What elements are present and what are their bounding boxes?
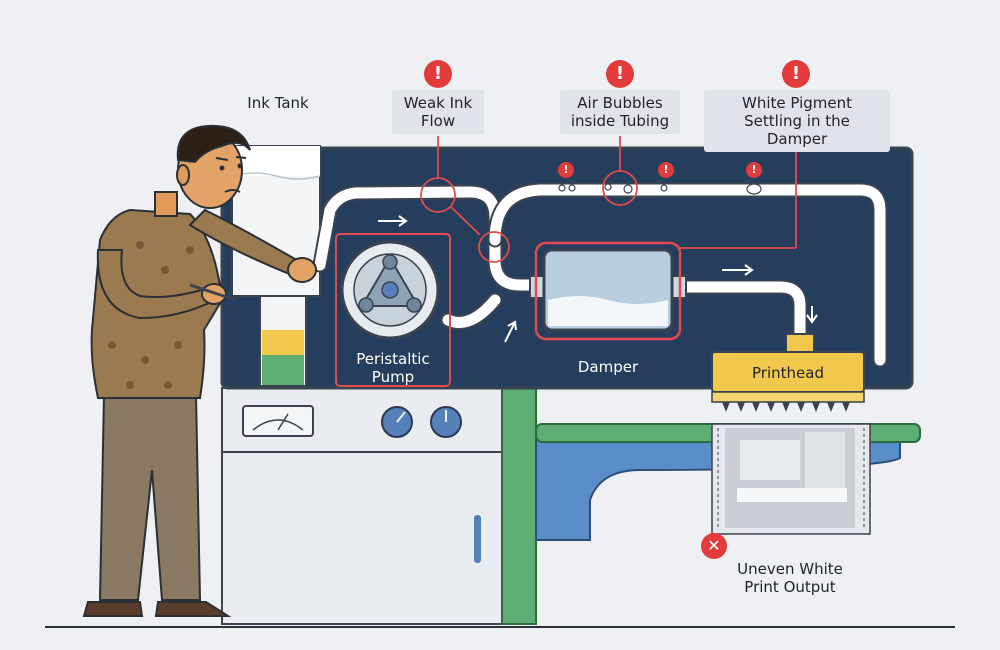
- air-bubbles-label: Air Bubbles inside Tubing: [560, 90, 680, 134]
- white-pigment-label: White Pigment Settling in the Damper: [704, 90, 890, 152]
- exclamation-icon: !: [424, 60, 452, 88]
- printer-base: [221, 387, 503, 625]
- print-sheet: [711, 423, 871, 535]
- damper-label: Damper: [577, 358, 639, 376]
- ink-tank-label: Ink Tank: [247, 94, 309, 112]
- exclamation-icon: !: [782, 60, 810, 88]
- callout-lines: [420, 136, 797, 263]
- uneven-output-label: Uneven White Print Output: [737, 560, 843, 596]
- pump-highlight: [335, 233, 451, 387]
- peristaltic-pump: [340, 240, 440, 340]
- damper: [529, 248, 687, 332]
- flow-arrow-icon: [378, 215, 818, 343]
- x-icon: ✕: [701, 533, 727, 559]
- damper-highlight: [534, 241, 682, 341]
- exclamation-icon: !: [746, 162, 762, 178]
- technician: [82, 124, 317, 617]
- support-column: [501, 387, 537, 625]
- peristaltic-pump-label: Peristaltic Pump: [356, 350, 430, 386]
- exclamation-icon: !: [606, 60, 634, 88]
- printhead: [711, 333, 865, 412]
- exclamation-icon: !: [558, 162, 574, 178]
- air-bubbles: [558, 183, 762, 195]
- ink-tubing: [312, 182, 888, 368]
- weak-ink-flow-label: Weak Ink Flow: [392, 90, 484, 134]
- exclamation-icon: !: [658, 162, 674, 178]
- printhead-label: Printhead: [752, 364, 824, 382]
